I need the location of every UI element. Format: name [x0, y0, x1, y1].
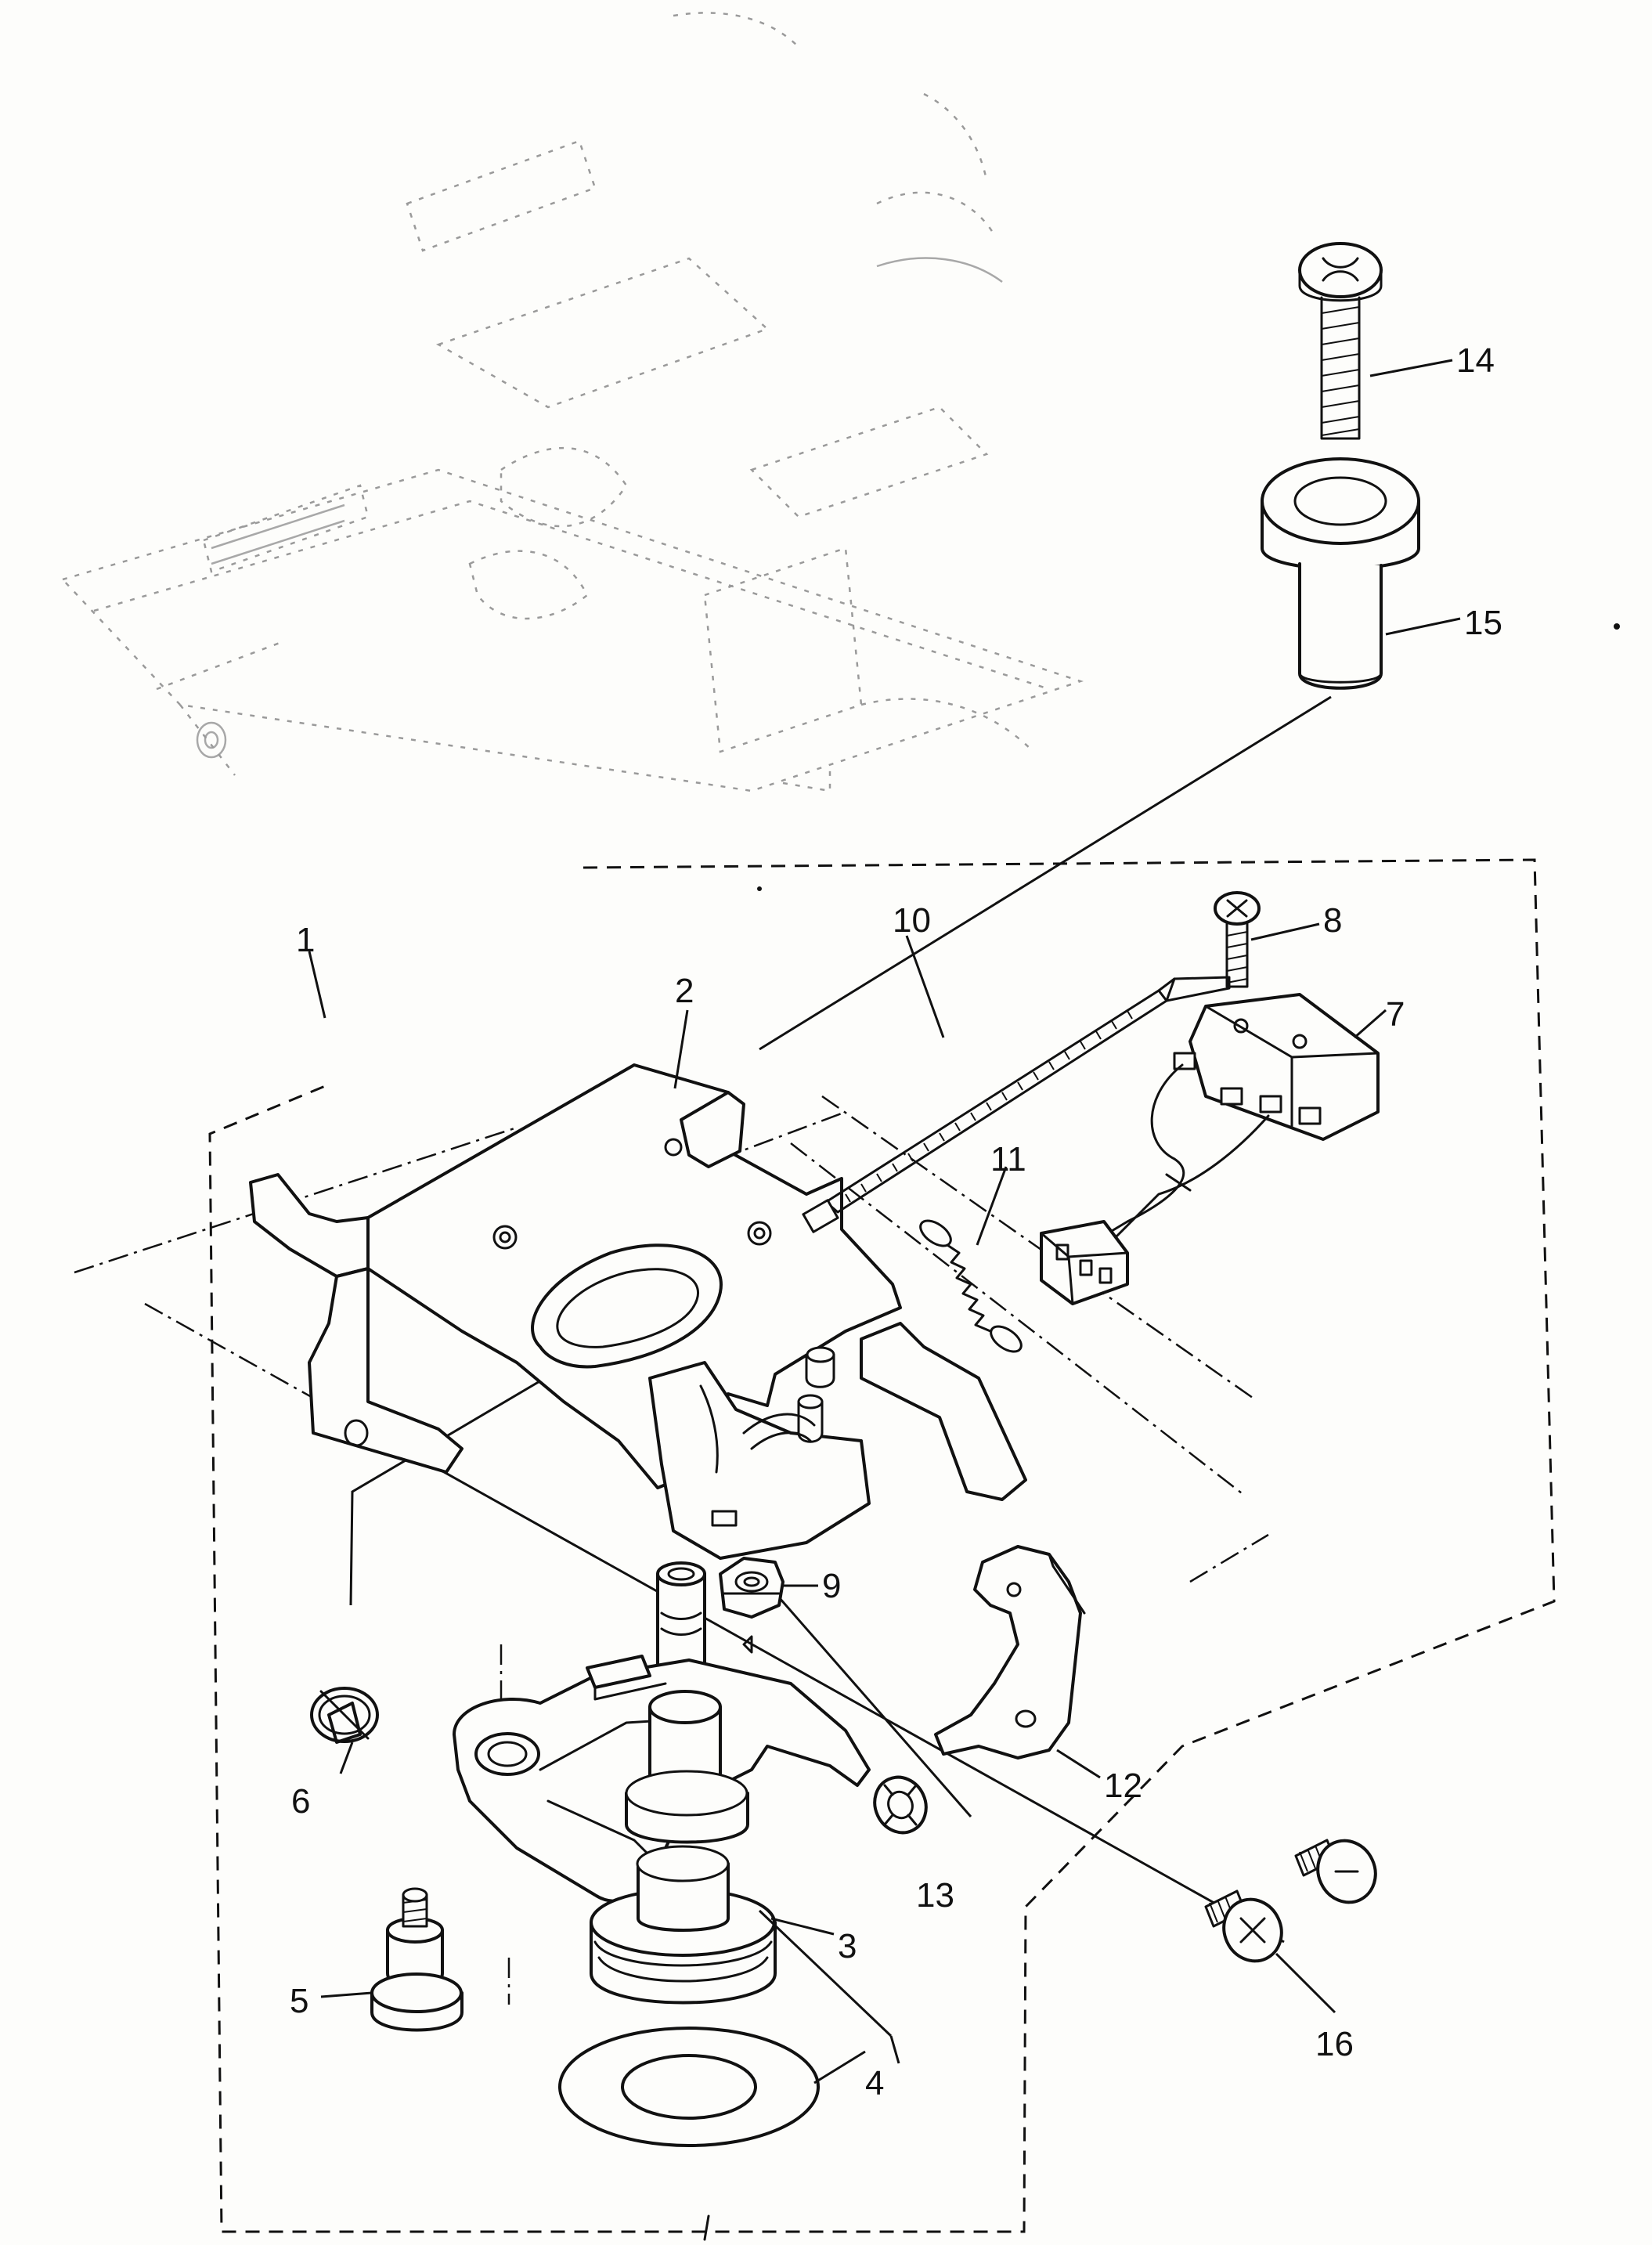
speck	[703, 2214, 710, 2241]
speck	[1614, 623, 1620, 630]
callout-5: 5	[290, 1982, 308, 2020]
callout-labels: 1 2 3 4 5 6 7 8 9 10 11 12 13 14 15 16	[290, 341, 1502, 2102]
callout-13: 13	[916, 1876, 954, 1915]
part-8-screw	[1214, 891, 1261, 988]
callout-9: 9	[822, 1567, 841, 1605]
callout-6: 6	[291, 1782, 310, 1821]
part-3-arm-shaft-pulley	[453, 1561, 871, 2005]
speck	[757, 886, 762, 891]
faded-background-mechanism	[60, 12, 1084, 792]
part-12-lever-plate	[934, 1545, 1086, 1760]
part-9-nut	[719, 1557, 785, 1619]
callout-3: 3	[838, 1927, 857, 1965]
callout-12: 12	[1104, 1767, 1142, 1805]
part-5-shoulder-screw	[370, 1887, 463, 2032]
callout-11: 11	[990, 1140, 1026, 1178]
callout-8: 8	[1323, 901, 1342, 940]
part-4-washer	[558, 2027, 820, 2147]
callout-7: 7	[1386, 995, 1405, 1034]
part-11-tension-spring	[919, 1219, 1023, 1353]
part-6-spring-clip	[310, 1687, 379, 1744]
callout-1: 1	[296, 921, 315, 959]
part-2-main-bracket	[249, 1063, 1027, 1560]
part-7-micro-switch	[1040, 993, 1380, 1305]
callout-2: 2	[675, 972, 694, 1010]
part-16-screws	[1204, 1839, 1377, 1963]
part-10-cable-tie	[802, 976, 1231, 1233]
callout-leaders	[308, 359, 1461, 2084]
assembly-1-boundary	[208, 858, 1556, 2233]
assembly-leader-lines	[349, 695, 1332, 1944]
callout-15: 15	[1464, 604, 1502, 642]
part-15-bushing	[1261, 457, 1420, 690]
callout-10: 10	[893, 901, 931, 940]
callout-16: 16	[1315, 2025, 1354, 2063]
callout-14: 14	[1456, 341, 1495, 380]
part-14-screw	[1298, 242, 1383, 440]
callout-4: 4	[865, 2064, 884, 2102]
part-13-star-washer	[873, 1775, 928, 1835]
